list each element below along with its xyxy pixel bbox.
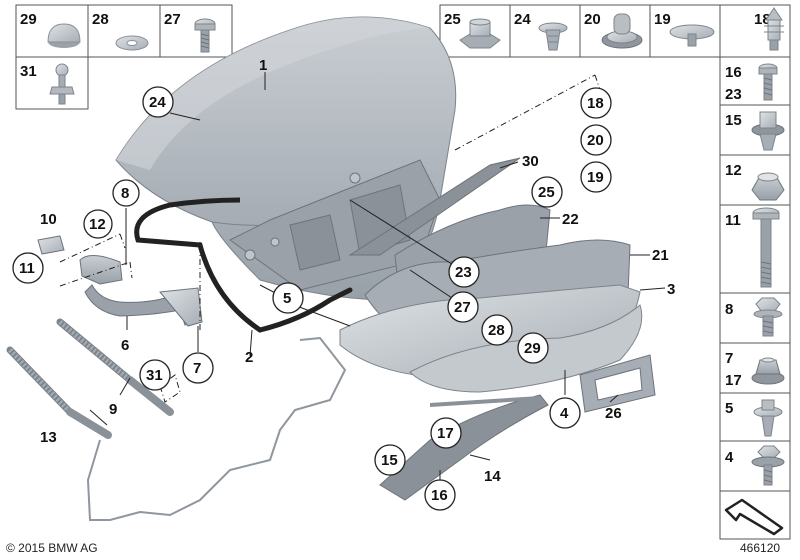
callout-30: 30 xyxy=(522,153,539,170)
expanding-rivet-icon xyxy=(538,22,568,51)
screw-icon xyxy=(758,63,778,101)
cell-19-label: 19 xyxy=(654,11,671,28)
side-parts-column: 16 23 15 12 11 8 7 17 5 4 xyxy=(719,56,791,540)
callout-12: 12 xyxy=(89,216,106,233)
callout-13: 13 xyxy=(40,429,57,446)
cap-icon xyxy=(47,23,81,48)
callout-16: 16 xyxy=(431,487,448,504)
lid-inner-frame xyxy=(229,159,441,291)
trunk-seal xyxy=(134,202,353,333)
callout-27: 27 xyxy=(454,299,471,316)
callout-31: 31 xyxy=(146,367,163,384)
callout-3: 3 xyxy=(667,281,675,298)
hex-nut-clip-icon xyxy=(459,18,501,49)
strip-30 xyxy=(348,157,521,256)
callout-19: 19 xyxy=(587,169,604,186)
callout-23: 23 xyxy=(455,264,472,281)
trim-clip-icon xyxy=(753,399,783,437)
long-bolt-icon xyxy=(752,207,780,288)
callout-18: 18 xyxy=(587,95,604,112)
bracket xyxy=(37,235,65,255)
callout-29: 29 xyxy=(524,340,541,357)
callout-17: 17 xyxy=(437,425,454,442)
callout-22: 22 xyxy=(562,211,579,228)
callout-9: 9 xyxy=(109,401,117,418)
flange-bolt-icon xyxy=(753,297,783,337)
cell-25-label: 25 xyxy=(444,11,461,28)
callout-8: 8 xyxy=(121,185,129,202)
trunk-assembly xyxy=(6,16,656,521)
cell-31-label: 31 xyxy=(20,63,37,80)
callout-28: 28 xyxy=(488,322,505,339)
push-clip-icon xyxy=(764,7,784,51)
callout-14: 14 xyxy=(484,468,501,485)
callout-10: 10 xyxy=(40,211,57,228)
clip-with-seal-icon xyxy=(601,13,643,49)
clip-nut-icon xyxy=(751,111,785,151)
cell-12-label: 12 xyxy=(725,162,742,179)
copyright-notice: © 2015 BMW AG xyxy=(6,541,98,555)
guide-lines xyxy=(59,74,601,403)
callout-7: 7 xyxy=(193,360,201,377)
wiring-harness xyxy=(86,336,347,521)
callout-20: 20 xyxy=(587,132,604,149)
callout-15: 15 xyxy=(381,452,398,469)
cell-4-label: 4 xyxy=(725,449,734,466)
callout-6: 6 xyxy=(121,337,129,354)
gas-strut-13 xyxy=(6,346,112,439)
collar-nut-icon xyxy=(751,357,785,385)
callout-26: 26 xyxy=(605,405,622,422)
callout-2: 2 xyxy=(245,349,253,366)
callout-1: 1 xyxy=(259,57,267,74)
cell-28-label: 28 xyxy=(92,11,109,28)
cell-5-label: 5 xyxy=(725,400,733,417)
cell-18-label: 18 xyxy=(754,11,771,28)
hinge xyxy=(79,255,203,327)
cell-20-label: 20 xyxy=(584,11,601,28)
hex-nut-icon xyxy=(751,172,785,201)
top-left-parts-grid: 29 28 27 31 xyxy=(15,4,233,110)
cell-23-label: 23 xyxy=(725,86,742,103)
view-arrow-icon xyxy=(724,498,784,536)
handle-strip xyxy=(379,394,549,501)
cell-24-label: 24 xyxy=(514,11,531,28)
cell-27-label: 27 xyxy=(164,11,181,28)
ball-stud-icon xyxy=(49,63,75,105)
cell-29-label: 29 xyxy=(20,11,37,28)
cell-8-label: 8 xyxy=(725,301,733,318)
cell-7-label: 7 xyxy=(725,350,733,367)
callout-21: 21 xyxy=(652,247,669,264)
cell-11-label: 11 xyxy=(725,212,741,229)
circled-callout-labels: 24 8 10 12 11 5 7 31 23 27 28 29 18 20 1… xyxy=(19,94,604,504)
circled-callouts xyxy=(12,86,612,511)
bolt-icon xyxy=(194,18,216,53)
callout-5: 5 xyxy=(283,290,291,307)
cell-17-label: 17 xyxy=(725,372,742,389)
callout-11: 11 xyxy=(19,260,35,277)
document-number: 466120 xyxy=(740,541,781,555)
callout-25: 25 xyxy=(538,184,555,201)
top-right-parts-grid: 25 24 20 19 18 xyxy=(439,4,791,58)
gas-strut-9 xyxy=(56,318,174,416)
plain-callouts: 1 2 3 6 9 13 14 21 22 26 30 xyxy=(40,57,675,485)
plug-icon xyxy=(669,24,715,47)
cell-15-label: 15 xyxy=(725,112,742,129)
callout-4: 4 xyxy=(560,405,569,422)
callout-24: 24 xyxy=(149,94,166,111)
cell-16-label: 16 xyxy=(725,64,742,81)
washer-icon xyxy=(115,35,149,51)
screw-with-washer-icon xyxy=(751,445,785,486)
